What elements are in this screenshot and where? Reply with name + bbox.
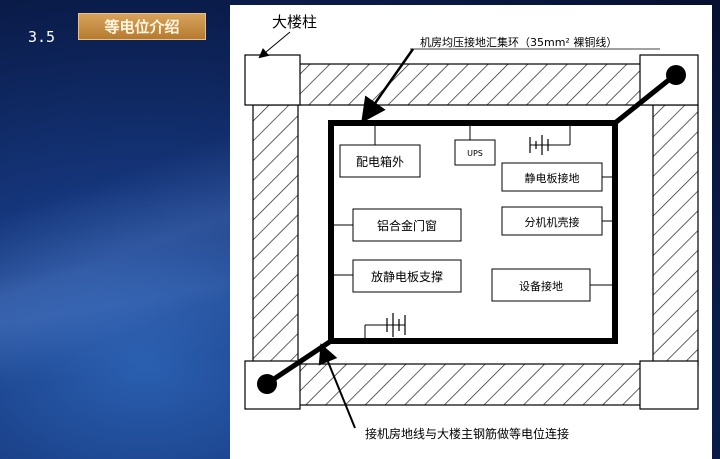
ground-ring (328, 120, 618, 344)
bond-point-bottom-left (257, 374, 277, 394)
pillar-bottom-right (639, 360, 699, 410)
bond-point-top-right (666, 65, 686, 85)
window-frame-box (352, 208, 462, 242)
ground-symbol-bottom (364, 313, 406, 341)
distribution-box-label: 配电箱外 (356, 154, 404, 169)
equipment-ground-box (491, 268, 591, 302)
chassis-box (501, 206, 603, 236)
equipotential-diagram: 大楼柱 机房均压接地汇集环（35mm² 裸铜线） 配电箱外 铝合金门窗 放静电板… (244, 13, 699, 441)
pillar-top-left (244, 54, 301, 106)
section-number: 3.5 (28, 28, 56, 46)
building-walls (252, 63, 699, 406)
floor-ground-label: 静电板接地 (525, 171, 580, 185)
distribution-box (339, 144, 421, 178)
chassis-label: 分机机壳接 (525, 215, 580, 229)
ground-symbol-top (529, 123, 571, 155)
pillar-label-leader (258, 31, 291, 59)
bottom-label-arrow (318, 343, 356, 429)
ups-label: UPS (467, 149, 483, 158)
floor-support-label: 放静电板支撑 (371, 269, 443, 284)
wall-top (269, 63, 667, 106)
floor-ground-box (501, 162, 603, 192)
ups-box (454, 139, 496, 166)
window-frame-label: 铝合金门窗 (377, 218, 437, 233)
equipment-ground-label: 设备接地 (519, 279, 563, 293)
pillar-bond-top-right (613, 73, 677, 125)
floor-support-box (352, 259, 462, 293)
wall-left (252, 104, 299, 366)
ring-label-arrow (361, 48, 415, 124)
section-title-badge: 等电位介绍 (78, 13, 206, 40)
diagram-panel: 大楼柱 机房均压接地汇集环（35mm² 裸铜线） 配电箱外 铝合金门窗 放静电板… (230, 5, 712, 459)
bottom-label: 接机房地线与大楼主钢筋做等电位连接 (365, 426, 569, 441)
pillar-label: 大楼柱 (272, 13, 317, 31)
wall-right (652, 104, 699, 366)
background-streaks (0, 0, 230, 459)
ring-label: 机房均压接地汇集环（35mm² 裸铜线） (420, 35, 617, 49)
wall-bottom (269, 363, 667, 406)
